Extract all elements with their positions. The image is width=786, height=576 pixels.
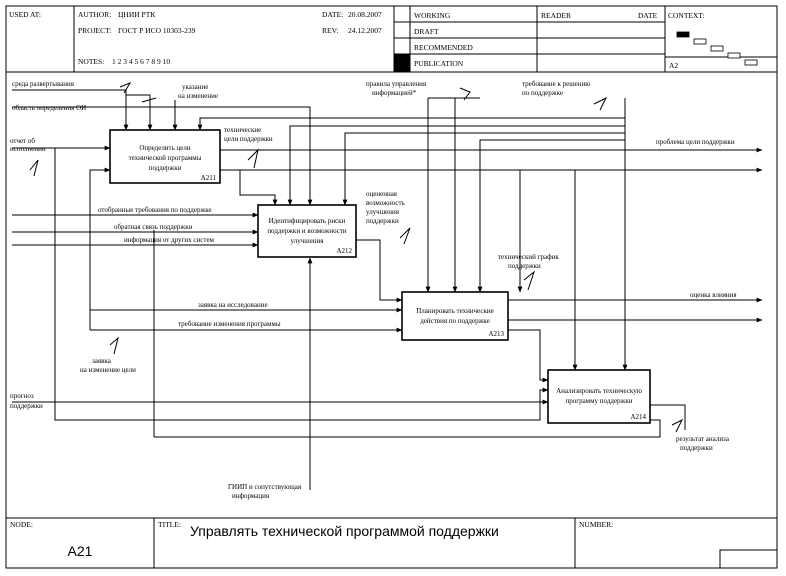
label-mgmt-rules-2: информацией* [372,89,417,97]
status-recommended: RECOMMENDED [414,43,473,52]
box-a211-line2: технической программы [129,154,202,162]
label-mgmt-rules-1: правила управления [366,80,427,88]
label-analysis-result-2: поддержки [680,444,713,452]
reader-label: READER [541,11,571,20]
label-forecast-1: прогноз [10,392,34,400]
box-a211-line1: Определить цели [139,144,191,152]
box-a214-line1: Анализировать техническую [556,387,642,395]
label-assessed-3: улучшения [366,208,400,216]
rev-label: REV: [322,26,339,35]
used-at-label: USED AT: [9,10,41,19]
box-a213-line2: действия по поддержке [420,317,490,325]
label-support-solution-1: требование к решению [522,80,590,88]
box-a214-code: A214 [630,413,646,421]
context-label: CONTEXT: [668,11,705,20]
notes-value: 1 2 3 4 5 6 7 8 9 10 [112,57,170,66]
label-change-directive-1: указание [182,83,208,91]
label-assessed-4: поддержки [366,217,399,225]
date2-label: DATE [638,11,658,20]
arrows [12,81,763,490]
label-support-solution-2: по поддержке [522,89,563,97]
node-value: A21 [68,543,93,559]
date-value: 20.08.2007 [348,10,382,19]
label-assessed-1: оцененная [366,190,398,198]
box-a212-line2: поддержки и возможности [267,227,347,235]
diagram-title: Управлять технической программой поддерж… [190,523,499,539]
box-a213: Планировать технические действия по подд… [401,291,509,341]
title-label: TITLE: [158,520,181,529]
box-a211: Определить цели технической программы по… [109,129,221,184]
box-a211-code: A211 [201,174,217,182]
label-exec-report-2: исполнении [10,145,46,153]
status-draft: DRAFT [414,27,439,36]
label-exec-report-1: отчет об [10,137,35,145]
box-a212-line1: Идентифицировать риски [269,217,346,225]
label-other-systems: информация от других систем [124,236,215,244]
box-a214-line2: программу поддержки [565,397,632,405]
label-research-request: заявка на исследование [198,301,268,309]
label-gip-2: информация [232,492,270,500]
project-value: ГОСТ Р ИСО 10303-239 [118,26,196,35]
label-analysis-result-1: результат анализа [676,435,730,443]
status-publication: PUBLICATION [414,59,464,68]
notes-label: NOTES: [78,57,104,66]
status-working: WORKING [414,11,451,20]
project-label: PROJECT: [78,26,111,35]
label-tech-schedule-1: технический график [498,253,559,261]
label-program-change: требование изменения программы [178,320,281,328]
author-value: ЦНИИ РТК [118,10,156,19]
box-a213-line1: Планировать технические [416,307,494,315]
label-forecast-2: поддержки [10,402,43,410]
label-selected-reqs: отобранные требования по поддержке [98,206,212,214]
box-a212-line3: улучшения [291,237,325,245]
label-oi-domain: область определения ОИ [12,104,86,112]
box-a212-code: A212 [336,247,352,255]
label-goal-change-1: заявка [92,357,112,365]
label-impact-assessment: оценка влияния [690,291,737,299]
label-deploy-env: среда развертывания [12,80,75,88]
label-goal-change-2: на изменение цели [80,366,136,374]
node-label: NODE: [10,520,33,529]
label-tech-goals-2: цели поддержки [224,135,273,143]
rev-value: 24.12.2007 [348,26,382,35]
label-assessed-2: возможность [366,199,405,207]
date-label: DATE: [322,10,343,19]
label-support-feedback: обратная связь поддержки [114,223,193,231]
number-label: NUMBER: [579,520,613,529]
label-tech-goals-1: технические [224,126,261,134]
author-label: AUTHOR: [78,10,111,19]
box-a211-line3: поддержки [149,164,182,172]
context-thumbnail [676,31,758,66]
context-node: A2 [669,61,678,70]
footer-frame [5,517,778,569]
label-change-directive-2: на изменение [178,92,218,100]
label-tech-schedule-2: поддержки [508,262,541,270]
box-a214: Анализировать техническую программу подд… [547,369,651,424]
label-support-goal-problem: проблема цели поддержки [656,138,735,146]
box-a212: Идентифицировать риски поддержки и возмо… [257,204,357,258]
label-gip-1: ГИИП и сопутствующая [228,483,302,491]
box-a213-code: A213 [488,330,504,338]
